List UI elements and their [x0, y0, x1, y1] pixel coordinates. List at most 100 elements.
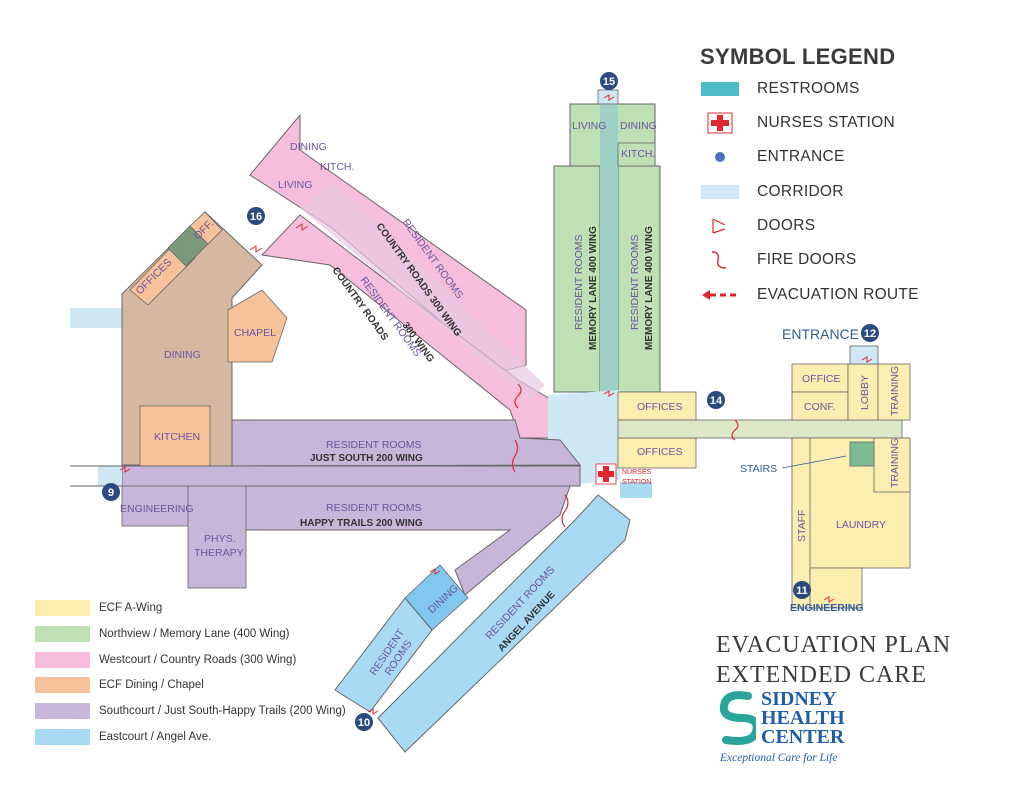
wing-swatch: [35, 626, 90, 642]
brand-line1: SIDNEY: [761, 688, 837, 710]
legend-item-nurses-station: NURSES STATION: [700, 112, 895, 134]
corridor-swatch: [700, 181, 740, 203]
wing-key-ecf-dining: ECF Dining / Chapel: [35, 677, 204, 693]
room-kitch-west-label: KITCH.: [320, 161, 354, 173]
wing-key-label: Eastcourt / Angel Ave.: [99, 731, 212, 743]
room-living-north-label: LIVING: [572, 120, 606, 132]
westcourt-corridor: [300, 184, 545, 400]
stair-block: [849, 441, 875, 467]
room-staff-label: STAFF: [796, 510, 808, 542]
room-staff: [791, 437, 811, 609]
plan-title-line1: EVACUATION PLAN: [716, 632, 952, 658]
room-conf-east-label: CONF.: [804, 401, 836, 413]
room-training-2-label: TRAINING: [889, 438, 901, 488]
wing-key-northview: Northview / Memory Lane (400 Wing): [35, 626, 289, 642]
plan-title-line2: EXTENDED CARE: [716, 662, 927, 688]
room-offices-center2: [617, 437, 697, 469]
door-icon: [429, 568, 441, 575]
svg-text:10: 10: [358, 717, 370, 729]
room-offices-center2-label: OFFICES: [637, 446, 683, 458]
door-icon: [603, 94, 615, 101]
room-chapel-label: CHAPEL: [234, 327, 276, 339]
wing-swatch: [35, 703, 90, 719]
room-dining-ecf-label: DINING: [164, 349, 201, 361]
room-kitchen-ecf-label: KITCHEN: [154, 431, 200, 443]
door-icon: [295, 223, 309, 231]
door-icon: [249, 245, 263, 253]
door-icon: [119, 466, 131, 473]
wing-key-label: Northview / Memory Lane (400 Wing): [99, 628, 290, 640]
wing-key-a-wing: ECF A-Wing: [35, 600, 162, 616]
sidney-health-logo-icon: [719, 691, 756, 745]
northview-right: [617, 165, 661, 393]
room-dining-west-label: DINING: [290, 141, 327, 153]
entrance-marker-14: 14: [707, 391, 725, 409]
svg-text:9: 9: [108, 487, 114, 499]
wing-key-label: ECF A-Wing: [99, 602, 163, 614]
room-dining-north-label: DINING: [620, 120, 657, 132]
nurses-station-cross-h: [598, 471, 614, 477]
just-south-label-2: JUST SOUTH 200 WING: [310, 453, 423, 464]
southcourt-main-corridor: [121, 465, 581, 487]
room-engineering-w-label: ENGINEERING: [120, 503, 194, 515]
room-chapel: [227, 289, 288, 363]
entrance-marker-9: 9: [102, 483, 120, 501]
corridor-west: [70, 308, 126, 328]
southcourt-happy-trails: [237, 485, 571, 596]
room-training-1-label: TRAINING: [889, 366, 901, 416]
room-engineering-e-label: ENGINEERING: [790, 602, 864, 614]
room-kitchen-ecf: [139, 405, 211, 467]
room-engineering-w: [121, 485, 189, 527]
svg-text:12: 12: [864, 328, 876, 340]
entrance-marker-11: 11: [793, 581, 811, 599]
stairs-label: STAIRS: [740, 463, 777, 475]
happy-trails-label-1: RESIDENT ROOMS: [326, 502, 421, 514]
eastcourt-angel-ave: [377, 494, 631, 753]
door-icon: [367, 708, 379, 715]
entrance-9-vestibule: [98, 466, 122, 486]
svg-text:14: 14: [710, 395, 723, 407]
just-south-label-1: RESIDENT ROOMS: [326, 439, 421, 451]
legend-label: DOORS: [757, 217, 816, 234]
legend-item-entrance: ENTRANCE: [700, 146, 845, 168]
wing-key-eastcourt: Eastcourt / Angel Ave.: [35, 729, 211, 745]
entrance-marker-15: 15: [600, 72, 618, 90]
room-phys-therapy: [187, 485, 247, 589]
room-training-2: [873, 437, 911, 493]
fire-door-icon: [514, 383, 522, 409]
room-conf-east: [791, 391, 849, 421]
fire-door-icon: [700, 249, 740, 271]
room-training-1: [877, 363, 911, 421]
entrance-dot-icon: [700, 146, 740, 168]
legend-title: SYMBOL LEGEND: [700, 44, 896, 69]
legend-label: NURSES STATION: [757, 114, 895, 131]
door-icon: [700, 215, 740, 237]
a-wing-corridor: [617, 419, 903, 439]
wing-swatch: [35, 729, 90, 745]
wing-key-label: ECF Dining / Chapel: [99, 679, 204, 691]
happy-trails-label-2: HAPPY TRAILS 200 WING: [300, 518, 423, 529]
room-office-east: [791, 363, 849, 393]
eastcourt-res-rooms: [334, 597, 433, 713]
room-therapy-label: THERAPY: [194, 547, 244, 559]
northview-corridor: [600, 104, 618, 394]
legend-item-doors: DOORS: [700, 215, 815, 237]
brand-tagline: Exceptional Care for Life: [720, 752, 838, 764]
room-kitch-north-label: KITCH.: [621, 148, 655, 160]
entrance-marker-12: 12: [861, 324, 879, 342]
svg-text:16: 16: [250, 211, 262, 223]
legend-label: EVACUATION ROUTE: [757, 286, 919, 303]
room-off-small: [189, 211, 223, 245]
entrance-marker-16: 16: [247, 207, 265, 225]
room-living-west-label: LIVING: [278, 179, 312, 191]
entrance-15-vestibule: [597, 89, 619, 105]
legend-label: CORRIDOR: [757, 183, 844, 200]
memory-lane-left-label-1: RESIDENT ROOMS: [573, 235, 585, 330]
room-laundry-label: LAUNDRY: [836, 519, 886, 531]
wing-key-southcourt: Southcourt / Just South-Happy Trails (20…: [35, 703, 346, 719]
restroom-swatch: [700, 78, 740, 100]
room-offices-center: [617, 391, 697, 421]
legend-item-evacuation-route: EVACUATION ROUTE: [700, 284, 919, 306]
fire-door-icon: [561, 494, 569, 528]
